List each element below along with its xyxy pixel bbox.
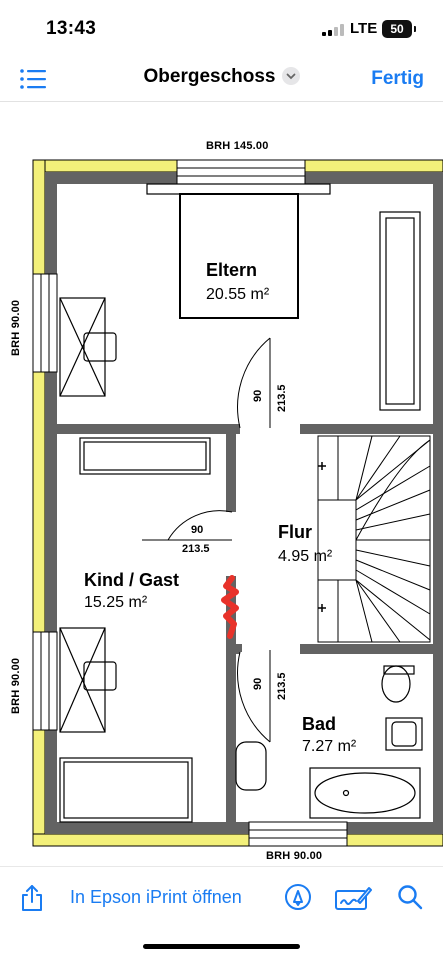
open-in-epson-button[interactable]: In Epson iPrint öffnen — [70, 887, 242, 907]
markup-stroke — [221, 575, 239, 639]
door-bad-height: 213.5 — [276, 672, 288, 700]
chevron-down-icon[interactable] — [281, 66, 300, 85]
share-icon[interactable] — [18, 883, 46, 913]
floor-plan-drawing — [32, 159, 443, 847]
staircase — [317, 435, 431, 643]
room-name-eltern: Eltern — [206, 260, 258, 280]
room-area-bad: 7.27 m² — [302, 738, 357, 755]
room-name-kind: Kind / Gast — [84, 570, 180, 590]
list-icon[interactable] — [19, 68, 47, 90]
done-button[interactable]: Fertig — [371, 68, 424, 89]
status-time: 13:43 — [46, 18, 97, 39]
room-area-flur: 4.95 m² — [278, 548, 333, 565]
home-indicator[interactable] — [143, 944, 300, 949]
room-name-bad: Bad — [302, 714, 337, 734]
room-area-eltern: 20.55 m² — [206, 286, 270, 303]
signature-icon[interactable] — [334, 885, 372, 911]
page-title: Obergeschoss — [143, 66, 276, 87]
door-bad-width: 90 — [252, 677, 264, 690]
furniture — [59, 183, 423, 823]
nav-bar: Obergeschoss Fertig — [0, 56, 443, 102]
door-eltern-height: 213.5 — [276, 384, 288, 412]
brh-left-upper-label: BRH 90.00 — [10, 299, 22, 356]
door-eltern-width: 90 — [252, 389, 264, 402]
brh-top-label: BRH 145.00 — [206, 140, 269, 152]
title-menu[interactable]: Obergeschoss — [0, 66, 443, 88]
door-kind-height: 213.5 — [182, 543, 210, 555]
search-icon[interactable] — [396, 883, 424, 911]
battery-icon: 50 — [382, 20, 416, 38]
brh-bottom-label: BRH 90.00 — [266, 850, 323, 862]
brh-left-lower-label: BRH 90.00 — [10, 657, 22, 714]
door-swings — [142, 337, 271, 743]
network-type: LTE — [350, 20, 378, 37]
signal-icon — [322, 24, 344, 36]
room-name-flur: Flur — [278, 522, 312, 542]
markup-icon[interactable] — [284, 883, 312, 911]
status-bar: 13:43 LTE 50 — [0, 0, 443, 56]
room-area-kind: 15.25 m² — [84, 594, 148, 611]
windows — [32, 159, 348, 847]
door-kind-width: 90 — [191, 524, 204, 536]
floor-plan: BRH 145.00 BRH 90.00 BRH 90.00 BRH 90.00… — [0, 102, 443, 866]
interior-walls — [57, 424, 433, 822]
